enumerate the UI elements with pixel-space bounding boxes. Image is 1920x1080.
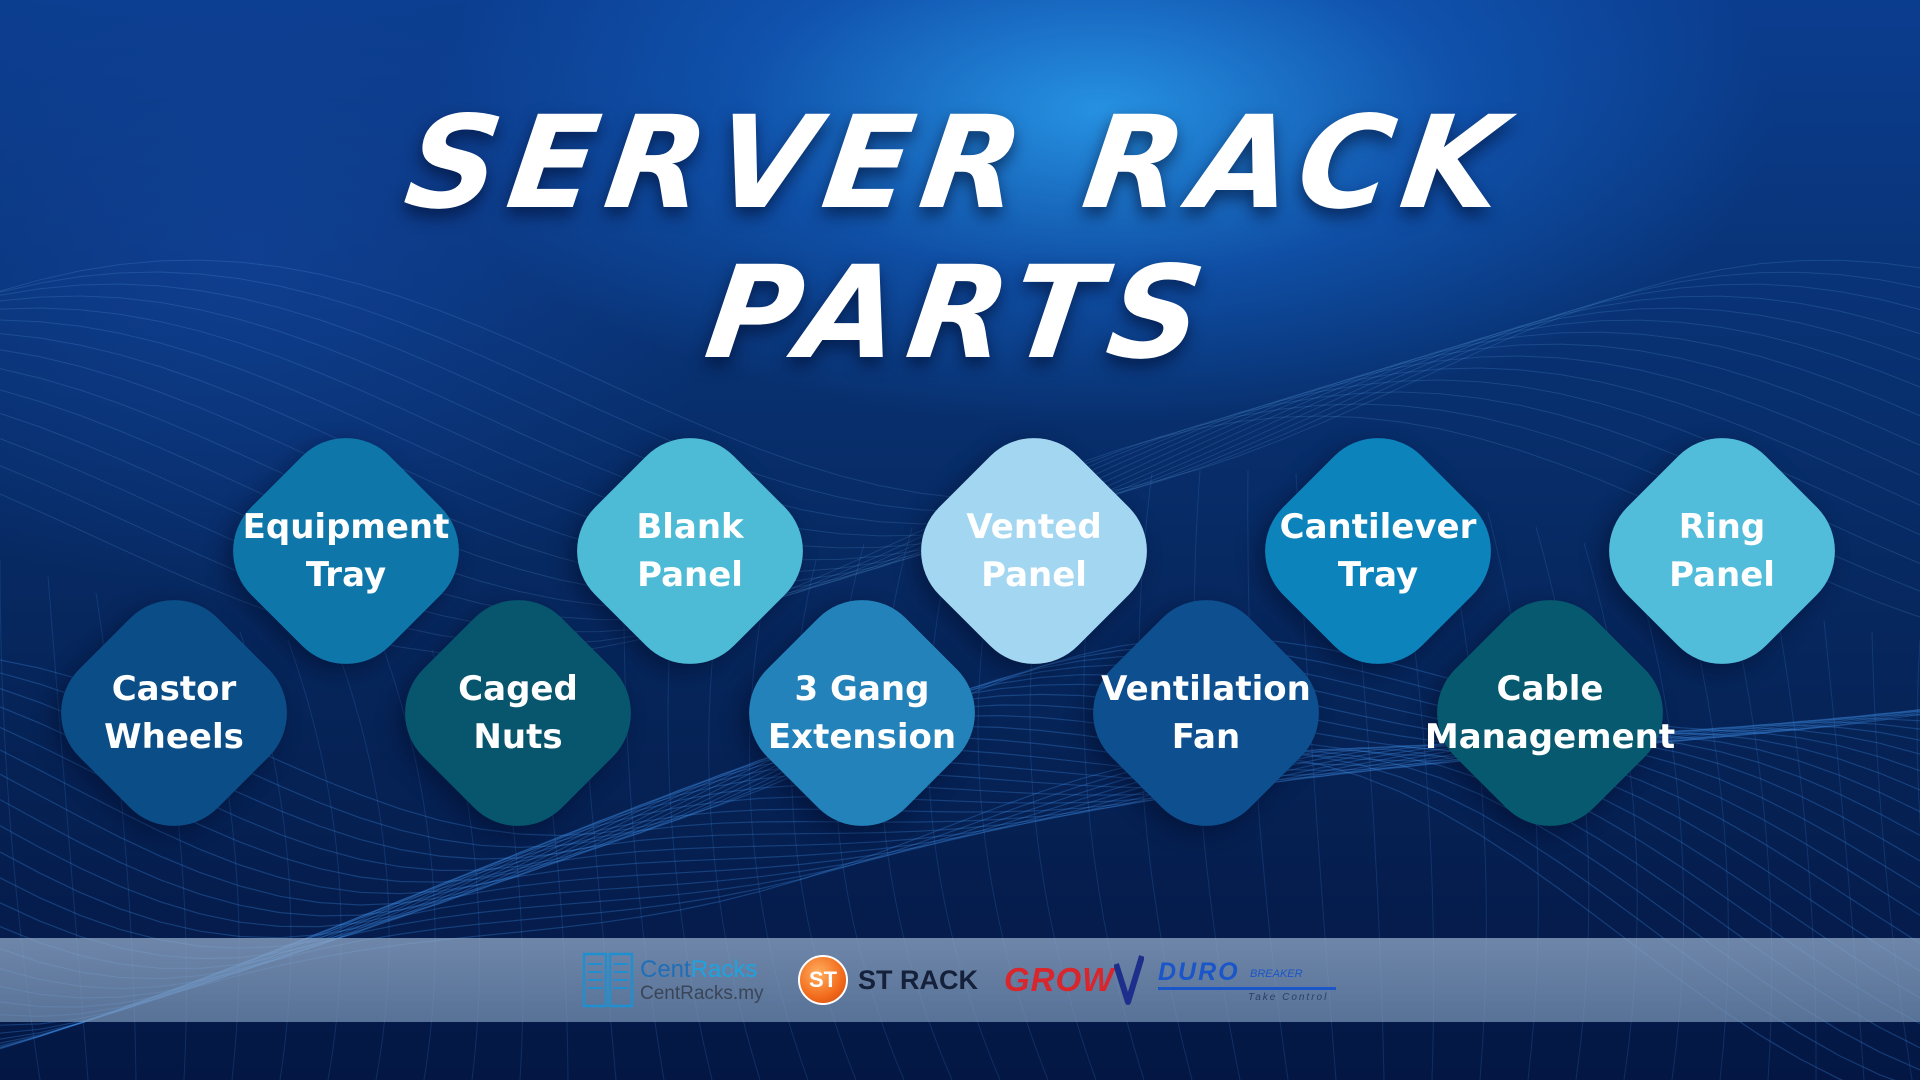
grow-check-icon	[1114, 955, 1145, 1005]
duro-tagline: Take Control	[1248, 992, 1329, 1003]
duro-underline	[1158, 987, 1336, 990]
part-label-line: Fan	[1171, 717, 1241, 757]
strack-logo[interactable]: ST ST RACK	[798, 938, 978, 1022]
part-label-line: Caged	[458, 669, 578, 709]
part-label-line: Extension	[767, 717, 957, 757]
centracks-wordmark: CentRacks	[640, 955, 758, 983]
centracks-logo[interactable]: CentRacks CentRacks.my	[582, 938, 764, 1022]
part-label-line: Nuts	[473, 717, 563, 757]
part-label-line: Cantilever	[1279, 507, 1477, 547]
part-label-line: Panel	[1669, 555, 1775, 595]
part-label-line: Castor	[111, 669, 237, 709]
part-label-line: Cable	[1496, 669, 1604, 709]
grow-wordmark: GROW	[1004, 961, 1115, 998]
server-rack-icon	[582, 952, 634, 1008]
part-label-line: Management	[1424, 717, 1676, 757]
grow-logo[interactable]: GROW	[1004, 938, 1145, 1022]
part-label-line: Ventilation	[1101, 669, 1311, 709]
part-label-line: Equipment	[242, 507, 450, 547]
part-label-line: Panel	[981, 555, 1087, 595]
part-label-line: Blank	[636, 507, 744, 547]
title-line-2: PARTS	[697, 239, 1223, 388]
duro-logo[interactable]: DURO BREAKER Take Control	[1158, 938, 1338, 1022]
part-label-line: Tray	[1337, 555, 1419, 595]
part-label-line: Vented	[966, 507, 1102, 547]
brand-logo-bar: CentRacks CentRacks.my ST ST RACK GROW D…	[0, 938, 1920, 1022]
centracks-url: CentRacks.my	[640, 982, 764, 1004]
duro-subtitle: BREAKER	[1250, 968, 1303, 980]
duro-wordmark: DURO	[1158, 958, 1240, 986]
part-label-line: Tray	[305, 555, 387, 595]
strack-wordmark: ST RACK	[858, 964, 978, 995]
part-label-line: Panel	[637, 555, 743, 595]
part-label-line: Wheels	[104, 717, 244, 757]
part-label-line: Ring	[1678, 507, 1766, 547]
strack-badge-icon: ST	[798, 955, 848, 1005]
title-line-1: SERVER RACK	[397, 89, 1523, 238]
part-label-line: 3 Gang	[794, 669, 930, 709]
